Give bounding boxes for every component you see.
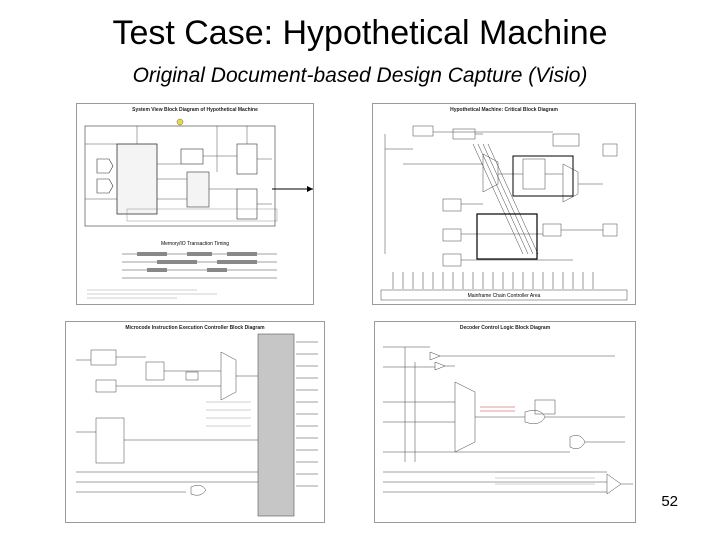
page-number: 52 [661,493,678,510]
critical-block-diagram-drawing: Mainframe Chain Controller Area [380,125,628,301]
system-timing-title: Memory/IO Transaction Timing [161,241,229,247]
system-block-diagram-drawing: Memory/IO Transaction Timing [84,118,313,299]
system-block-diagram-thumbnail[interactable]: System View Block Diagram of Hypothetica… [76,103,314,305]
system-block-diagram-title: System View Block Diagram of Hypothetica… [132,107,258,113]
slide-subtitle: Original Document-based Design Capture (… [132,64,588,87]
microcode-controller-drawing [76,333,318,517]
microcode-controller-thumbnail[interactable]: Microcode Instruction Execution Controll… [65,321,325,523]
slide-title: Test Case: Hypothetical Machine [112,14,608,52]
critical-block-diagram-thumbnail[interactable]: Hypothetical Machine: Critical Block Dia… [372,103,636,305]
critical-block-footer: Mainframe Chain Controller Area [468,293,541,299]
microcode-controller-title: Microcode Instruction Execution Controll… [125,325,265,331]
decoder-control-title: Decoder Control Logic Block Diagram [459,325,551,331]
decoder-control-drawing [383,346,633,495]
critical-block-diagram-title: Hypothetical Machine: Critical Block Dia… [450,107,558,113]
decoder-control-thumbnail[interactable]: Decoder Control Logic Block Diagram [374,321,636,523]
